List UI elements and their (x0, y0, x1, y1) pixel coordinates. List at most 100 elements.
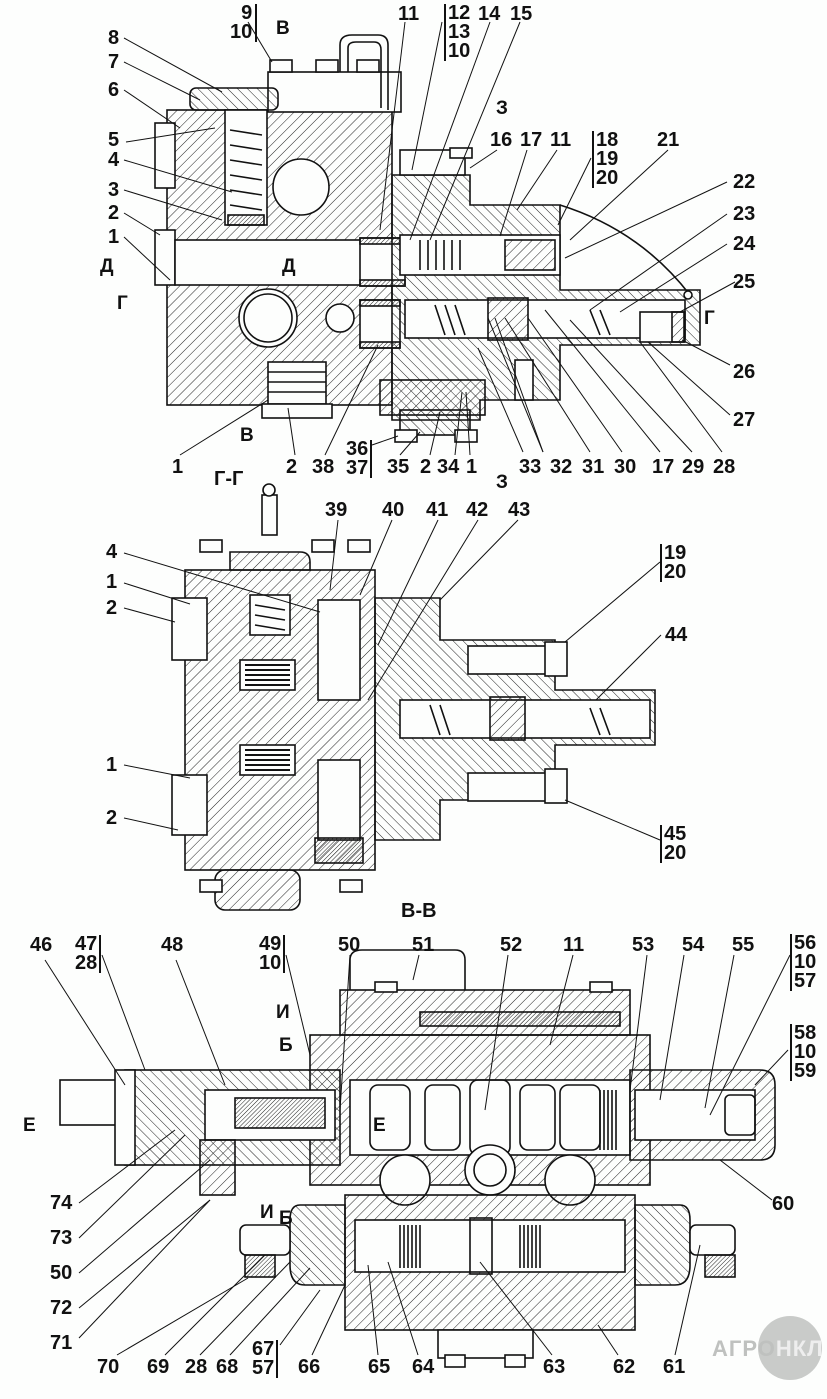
callout-11: 11 (398, 3, 420, 25)
callout-28: 28 (75, 952, 98, 974)
callout-74: 74 (50, 1192, 73, 1214)
callout-stack-19-20-g: 19 20 (660, 542, 687, 583)
v-right-endcap (634, 1204, 691, 1286)
callout-64: 64 (412, 1356, 435, 1378)
main-view (154, 34, 701, 443)
callout-stack-49-10: 49 10 (257, 933, 286, 974)
callout-31: 31 (582, 456, 605, 478)
plug-cap (189, 87, 279, 111)
callout-28-v: 28 (185, 1356, 208, 1378)
callout-55: 55 (732, 934, 755, 956)
callout-61: 61 (663, 1356, 686, 1378)
callout-1b: 1 (466, 456, 478, 478)
callout-29: 29 (682, 456, 705, 478)
callout-stack-56-10-57: 56 10 57 (790, 932, 817, 992)
callout-1-bottom: 1 (172, 456, 184, 478)
section-marker-v-bottom: В (240, 425, 254, 446)
port (272, 158, 330, 216)
callout-44: 44 (665, 624, 688, 646)
callout-17b: 17 (652, 456, 675, 478)
callout-1: 1 (108, 226, 120, 248)
callout-25: 25 (733, 271, 756, 293)
callout-70: 70 (97, 1356, 120, 1378)
callout-12: 12 (448, 2, 471, 24)
pipe (339, 34, 389, 110)
agronkl-logo: АГРОНКЛ (712, 1316, 824, 1386)
callout-9: 9 (241, 2, 253, 24)
callout-3: 3 (108, 179, 120, 201)
callout-69: 69 (147, 1356, 170, 1378)
callout-26: 26 (733, 361, 756, 383)
callout-1-g: 1 (106, 571, 118, 593)
callout-2-g-lower: 2 (106, 807, 118, 829)
callout-20: 20 (664, 561, 687, 583)
callout-40: 40 (382, 499, 405, 521)
callout-2-bottom: 2 (286, 456, 298, 478)
section-g-view (171, 483, 656, 911)
callout-49: 49 (259, 933, 282, 955)
callout-50: 50 (338, 934, 361, 956)
callout-56: 56 (794, 932, 817, 954)
callout-14: 14 (478, 3, 501, 25)
callout-35: 35 (387, 456, 410, 478)
callout-17: 17 (520, 129, 543, 151)
section-marker-z-top: З (496, 98, 508, 119)
bolt (356, 59, 380, 73)
callout-10: 10 (448, 40, 471, 62)
callout-stack-36-37: 36 37 (344, 438, 373, 478)
callout-50-left: 50 (50, 1262, 73, 1284)
callout-11b: 11 (550, 129, 572, 151)
callout-22: 22 (733, 171, 756, 193)
bottom-port (267, 361, 327, 405)
callout-57: 57 (794, 970, 817, 992)
callout-73: 73 (50, 1227, 73, 1249)
callout-stack-12-13-10: 12 13 10 (444, 2, 471, 62)
callout-45: 45 (664, 823, 687, 845)
callout-stack-67-57: 67 57 (250, 1338, 279, 1379)
callout-10: 10 (259, 952, 282, 974)
callout-30: 30 (614, 456, 637, 478)
lower-bore (404, 299, 686, 339)
section-v-view (59, 949, 776, 1368)
callout-36: 36 (346, 438, 369, 460)
top-cover (267, 71, 402, 113)
callout-20: 20 (596, 167, 619, 189)
callout-34: 34 (437, 456, 460, 478)
v-cover (349, 949, 466, 990)
callout-stack-9-10: 9 10 (228, 2, 258, 42)
logo-text: АГРОНКЛ (712, 1336, 824, 1362)
callout-42: 42 (466, 499, 489, 521)
callout-8: 8 (108, 27, 120, 49)
section-marker-d-mid: Д (282, 256, 296, 277)
logo-circle (758, 1316, 822, 1380)
callout-5: 5 (108, 129, 120, 151)
callout-72: 72 (50, 1297, 73, 1319)
callout-4: 4 (108, 149, 120, 171)
side-cover (154, 122, 176, 189)
callout-68: 68 (216, 1356, 239, 1378)
callout-19: 19 (664, 542, 687, 564)
callout-65: 65 (368, 1356, 391, 1378)
callout-20: 20 (664, 842, 687, 864)
section-title-v: В-В (401, 900, 437, 922)
section-marker-z-bottom: З (496, 472, 508, 493)
leader-lines-main (123, 21, 736, 456)
callout-stack-45-20: 45 20 (660, 823, 687, 864)
spool-bore (174, 239, 366, 286)
callout-58: 58 (794, 1022, 817, 1044)
callout-60: 60 (772, 1193, 795, 1215)
callout-1-g-lower: 1 (106, 754, 118, 776)
callout-59: 59 (794, 1060, 817, 1082)
callout-stack-18-19-20: 18 19 20 (592, 130, 619, 189)
callout-67: 67 (252, 1338, 275, 1360)
section-marker-b-top: Б (279, 1035, 293, 1056)
section-title-g: Г-Г (214, 468, 244, 490)
callout-10: 10 (794, 951, 817, 973)
callout-13: 13 (448, 21, 471, 43)
callout-32: 32 (550, 456, 573, 478)
cable (559, 204, 691, 296)
flange (154, 229, 176, 286)
section-marker-v-top: В (276, 18, 290, 39)
callout-57: 57 (252, 1357, 275, 1379)
section-marker-d-left: Д (100, 256, 114, 277)
